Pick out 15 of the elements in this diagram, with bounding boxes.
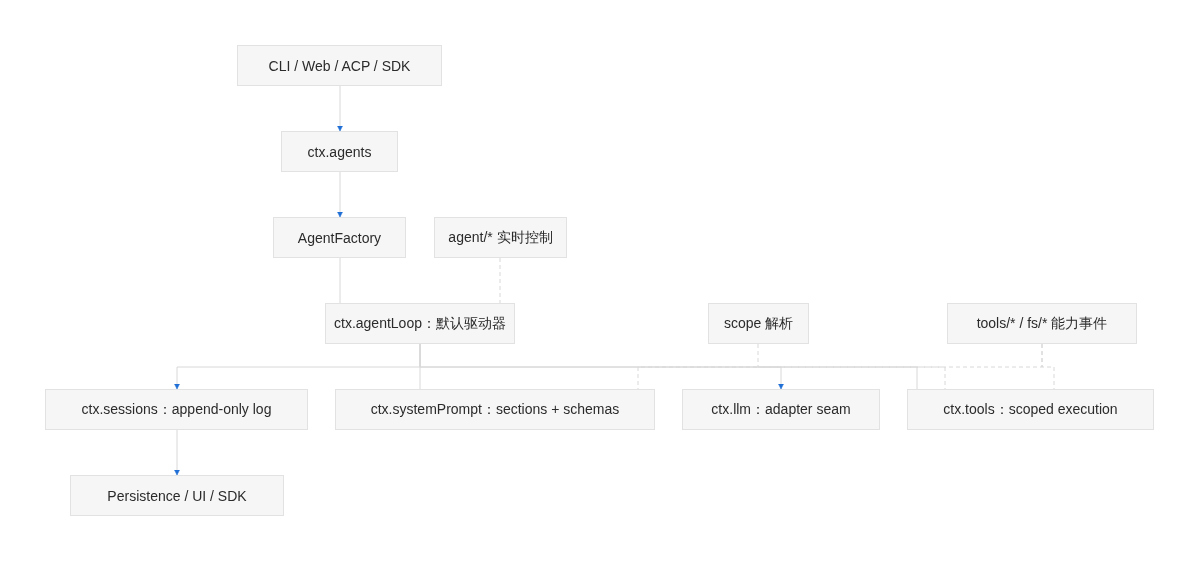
process-box: ctx.agents xyxy=(281,131,398,172)
arrow xyxy=(337,85,343,132)
arrow xyxy=(174,429,180,476)
process-box: ctx.systemPrompt：sections + schemas xyxy=(335,389,655,430)
process-box: tools/* / fs/* 能力事件 xyxy=(947,303,1137,344)
process-box: ctx.agentLoop：默认驱动器 xyxy=(325,303,515,344)
process-box: ctx.tools：scoped execution xyxy=(907,389,1154,430)
process-box: ctx.sessions：append-only log xyxy=(45,389,308,430)
process-box: agent/* 实时控制 xyxy=(434,217,567,258)
process-box: ctx.llm：adapter seam xyxy=(682,389,880,430)
process-box: AgentFactory xyxy=(273,217,406,258)
process-box: Persistence / UI / SDK xyxy=(70,475,284,516)
process-box: scope 解析 xyxy=(708,303,809,344)
arrow xyxy=(337,171,343,218)
process-box: CLI / Web / ACP / SDK xyxy=(237,45,442,86)
